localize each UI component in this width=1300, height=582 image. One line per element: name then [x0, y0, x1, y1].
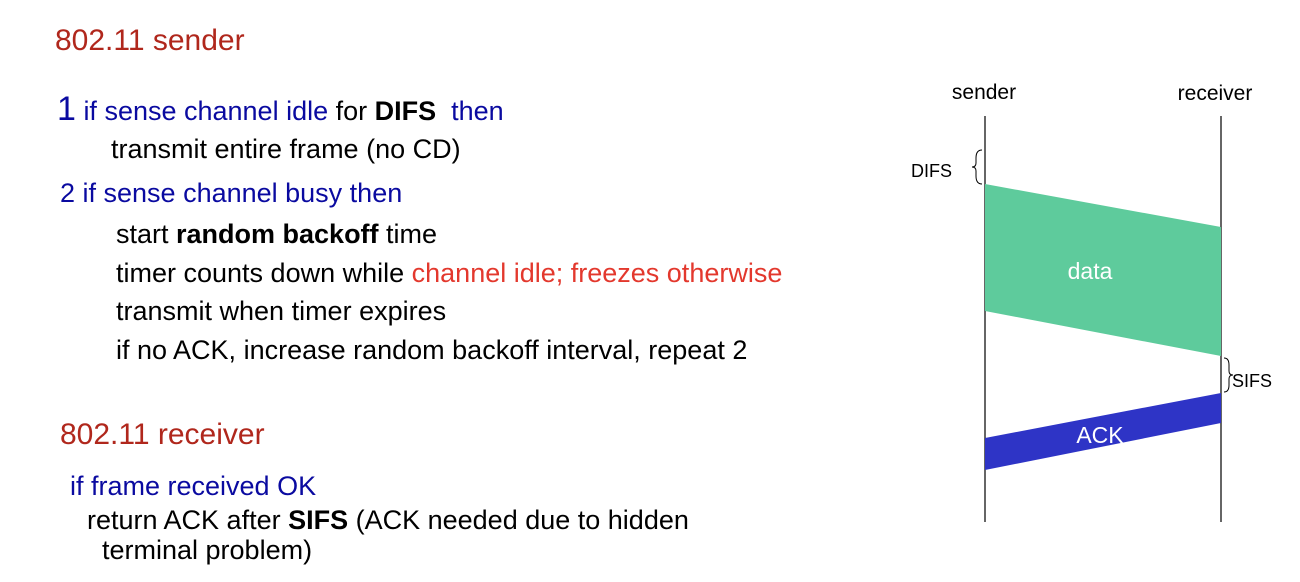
sender-step2-line2: timer counts down while channel idle; fr…: [116, 260, 782, 287]
step1-number: 1: [57, 90, 76, 128]
receiver-line1-a: return ACK after: [87, 505, 289, 535]
sender-step2-line1: start random backoff time: [116, 221, 437, 248]
difs-brace: [971, 149, 983, 185]
step2-line1-a: start: [116, 219, 177, 249]
difs-label: DIFS: [911, 161, 952, 181]
data-frame-label: data: [1068, 258, 1113, 284]
step1-then: then: [436, 96, 504, 126]
receiver-condition: if frame received OK: [70, 471, 317, 501]
data-frame: [985, 184, 1221, 356]
sender-step2-line4: if no ACK, increase random backoff inter…: [116, 335, 748, 365]
sender-station-label: sender: [952, 81, 1016, 104]
sifs-label: SIFS: [1232, 371, 1272, 391]
step1-difs: DIFS: [374, 96, 437, 126]
sender-step1-action: transmit entire frame (no CD): [111, 134, 461, 164]
step1-cond-b: for: [328, 96, 375, 126]
sender-step2-line3: transmit when timer expires: [116, 296, 447, 326]
receiver-line1-c: (ACK needed due to hidden: [348, 505, 689, 535]
step2-line1-c: time: [378, 219, 438, 249]
receiver-section-title: 802.11 receiver: [60, 418, 265, 451]
step2-random-backoff: random backoff: [176, 219, 379, 249]
receiver-line1: return ACK after SIFS (ACK needed due to…: [87, 507, 689, 534]
sifs-brace: [1223, 357, 1234, 393]
step2-channel-idle: channel idle; freezes otherwise: [411, 258, 783, 288]
sender-section-title: 802.11 sender: [55, 24, 245, 57]
receiver-station-label: receiver: [1178, 82, 1253, 105]
receiver-line2: terminal problem): [102, 535, 313, 565]
ack-frame-label: ACK: [1076, 422, 1124, 448]
ack-frame: [985, 393, 1221, 470]
step1-cond-a: if sense channel idle: [83, 96, 329, 126]
sender-step1-condition: 1 if sense channel idle for DIFS then: [57, 92, 504, 126]
step2-line2-a: timer counts down while: [116, 258, 412, 288]
sender-step2-condition: 2 if sense channel busy then: [60, 178, 403, 208]
receiver-sifs: SIFS: [288, 505, 349, 535]
